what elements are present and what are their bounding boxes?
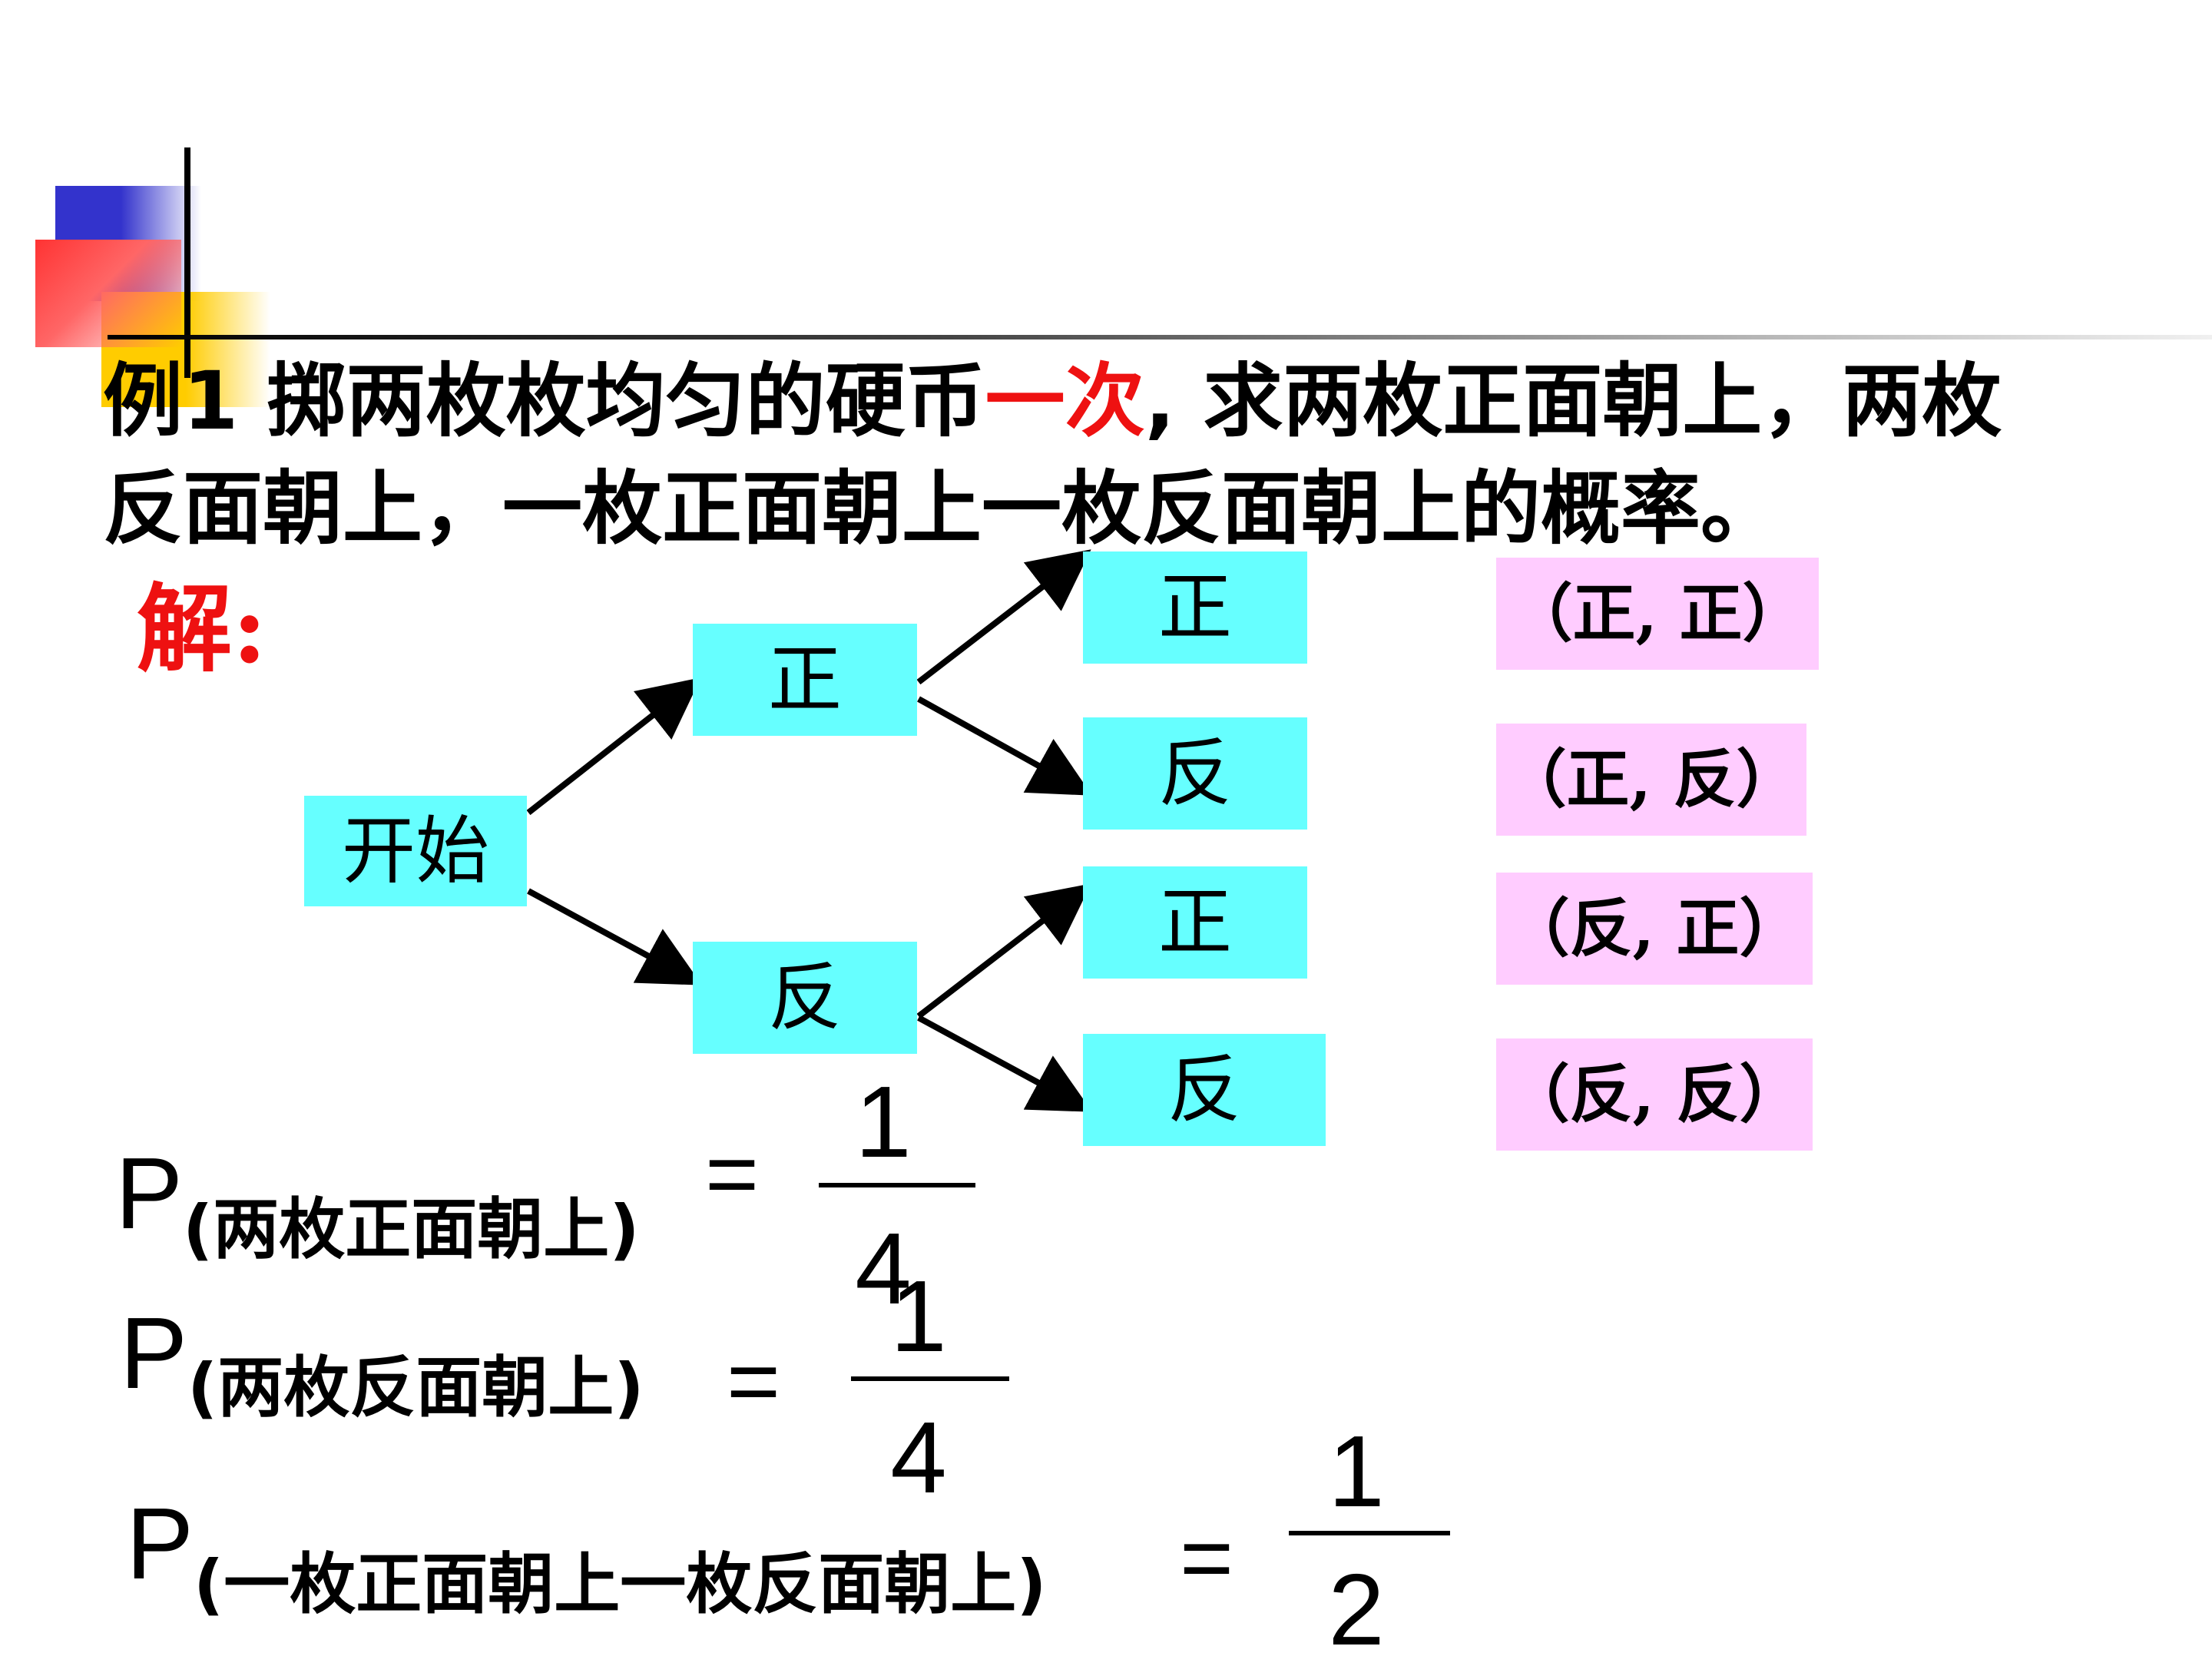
- probability-3-numerator: 1: [1328, 1415, 1385, 1528]
- probability-1-fraction-bar: [819, 1183, 975, 1187]
- tree-node-level2-2: 反: [1083, 717, 1307, 830]
- outcome-tails-tails: （反, 反）: [1496, 1038, 1813, 1151]
- probability-3-fraction-bar: [1289, 1531, 1450, 1535]
- problem-highlight: 一次: [985, 354, 1145, 448]
- outcome-tails-heads: （反, 正）: [1496, 873, 1813, 985]
- tree-node-level2-3: 正: [1083, 866, 1307, 979]
- probability-3-symbol: P: [126, 1487, 194, 1600]
- probability-1-symbol: P: [115, 1137, 184, 1250]
- probability-1-denominator: 4: [855, 1212, 912, 1325]
- outcome-heads-tails: （正, 反）: [1496, 724, 1806, 836]
- probability-1-numerator: 1: [855, 1065, 912, 1178]
- arrow-root-to-tails: [527, 888, 703, 985]
- probability-2-equals: =: [727, 1330, 781, 1432]
- arrow-heads-to-heads: [916, 549, 1091, 685]
- header-vertical-rule: [184, 147, 190, 378]
- problem-text-b: , 求两枚正面朝上，两枚: [1144, 354, 2002, 448]
- probability-3-event: (一枚正面朝上一枚反面朝上): [194, 1546, 1047, 1623]
- probability-2-fraction-bar: [851, 1376, 1009, 1381]
- tree-node-level1-heads: 正: [693, 624, 917, 736]
- probability-3-denominator: 2: [1328, 1553, 1385, 1666]
- problem-statement-line1: 例1 掷两枚枚均匀的硬币一次, 求两枚正面朝上，两枚: [103, 347, 2002, 455]
- solution-label: 解:: [137, 574, 267, 685]
- problem-text-a: 例1 掷两枚枚均匀的硬币: [103, 354, 985, 448]
- probability-2-numerator: 1: [890, 1260, 947, 1373]
- probability-1-equals: =: [705, 1122, 760, 1225]
- arrow-tails-to-tails: [917, 1015, 1093, 1112]
- probability-2-denominator: 4: [890, 1401, 947, 1514]
- arrow-tails-to-heads: [916, 883, 1091, 1019]
- header-decoration-red: [35, 240, 181, 347]
- tree-node-level1-tails: 反: [693, 942, 917, 1054]
- probability-2-symbol: P: [120, 1297, 188, 1409]
- tree-node-level2-1: 正: [1083, 551, 1307, 664]
- header-horizontal-rule: [108, 335, 2212, 339]
- probability-1-event: (两枚正面朝上): [183, 1191, 640, 1268]
- tree-node-level2-4: 反: [1083, 1034, 1326, 1146]
- arrow-root-to-heads: [526, 677, 701, 816]
- probability-2-event: (两枚反面朝上): [187, 1350, 644, 1426]
- problem-statement-line2: 反面朝上，一枚正面朝上一枚反面朝上的概率。: [103, 462, 1781, 555]
- outcome-heads-heads: （正, 正）: [1496, 558, 1819, 670]
- tree-node-root: 开始: [304, 796, 527, 906]
- arrow-heads-to-tails: [917, 696, 1092, 796]
- probability-3-equals: =: [1180, 1506, 1234, 1609]
